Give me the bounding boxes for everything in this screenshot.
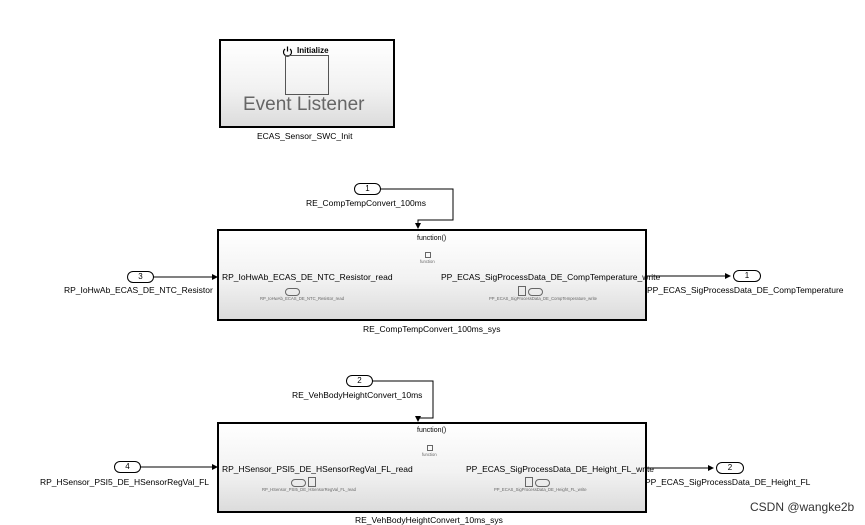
inner-input-port-icon <box>285 288 300 296</box>
power-icon <box>282 44 293 57</box>
inner-output-small: PP_ECAS_SigProcessData_DE_Height_FL_writ… <box>494 487 587 492</box>
inner-output-block-icon <box>518 286 526 296</box>
trigger-port-1[interactable]: 1 <box>354 183 381 195</box>
inner-output-label: PP_ECAS_SigProcessData_DE_CompTemperatur… <box>441 272 661 282</box>
event-listener-block[interactable]: Initialize Event Listener <box>219 39 395 128</box>
subsystem-1-name: RE_CompTempConvert_100ms_sys <box>363 324 501 334</box>
inner-input-port-icon <box>291 479 306 487</box>
output-port-2-name: PP_ECAS_SigProcessData_DE_Height_FL <box>645 477 811 487</box>
inner-input-small: RP_IoHwAb_ECAS_DE_NTC_Resistor_read <box>260 296 345 301</box>
inner-output-small: PP_ECAS_SigProcessData_DE_CompTemperatur… <box>489 296 597 301</box>
function-icon <box>425 252 431 258</box>
watermark: CSDN @wangke2b <box>750 500 855 514</box>
input-port-3-name: RP_IoHwAb_ECAS_DE_NTC_Resistor <box>64 285 213 295</box>
function-label: function() <box>417 235 447 242</box>
subsystem-2-name: RE_VehBodyHeightConvert_10ms_sys <box>355 515 503 525</box>
trigger-line-2 <box>373 380 434 422</box>
input-port-3[interactable]: 3 <box>127 271 154 283</box>
port-number: 2 <box>357 376 362 385</box>
trigger-port-2-name: RE_VehBodyHeightConvert_10ms <box>292 390 423 400</box>
port-number: 2 <box>727 463 733 472</box>
initialize-label: Initialize <box>297 46 329 55</box>
inner-output-port-icon <box>528 288 543 296</box>
output-port-1-name: PP_ECAS_SigProcessData_DE_CompTemperatur… <box>647 285 844 295</box>
port-number: 1 <box>365 184 370 193</box>
inner-input-small: RP_HSensor_PSI5_DE_HSensorRegVal_FL_read <box>262 487 356 492</box>
output-port-1[interactable]: 1 <box>733 270 761 282</box>
port-number: 4 <box>125 462 130 471</box>
trigger-port-1-name: RE_CompTempConvert_100ms <box>306 198 426 208</box>
port-number: 1 <box>744 271 750 280</box>
port-number: 3 <box>138 272 143 281</box>
initialize-box <box>285 55 329 95</box>
function-icon-label: function <box>422 452 437 457</box>
inner-output-block-icon <box>525 477 533 487</box>
function-label: function() <box>417 427 447 434</box>
inner-input-label: RP_HSensor_PSI5_DE_HSensorRegVal_FL_read <box>222 464 413 474</box>
event-listener-title: Event Listener <box>243 94 365 115</box>
inner-input-block-icon <box>308 477 316 487</box>
inner-input-label: RP_IoHwAb_ECAS_DE_NTC_Resistor_read <box>222 272 393 282</box>
init-block-name: ECAS_Sensor_SWC_Init <box>257 131 353 141</box>
input-port-4-name: RP_HSensor_PSI5_DE_HSensorRegVal_FL <box>40 477 209 487</box>
trigger-port-2[interactable]: 2 <box>346 375 373 387</box>
function-subsystem-2[interactable]: function() function RP_HSensor_PSI5_DE_H… <box>217 422 654 513</box>
input-port-4[interactable]: 4 <box>114 461 141 473</box>
inner-output-label: PP_ECAS_SigProcessData_DE_Height_FL_writ… <box>466 464 655 474</box>
function-icon-label: function <box>420 259 435 264</box>
trigger-line-1 <box>380 188 454 229</box>
function-subsystem-1[interactable]: function() function RP_IoHwAb_ECAS_DE_NT… <box>217 229 660 321</box>
function-icon <box>427 445 433 451</box>
output-port-2[interactable]: 2 <box>716 462 744 474</box>
inner-output-port-icon <box>535 479 550 487</box>
